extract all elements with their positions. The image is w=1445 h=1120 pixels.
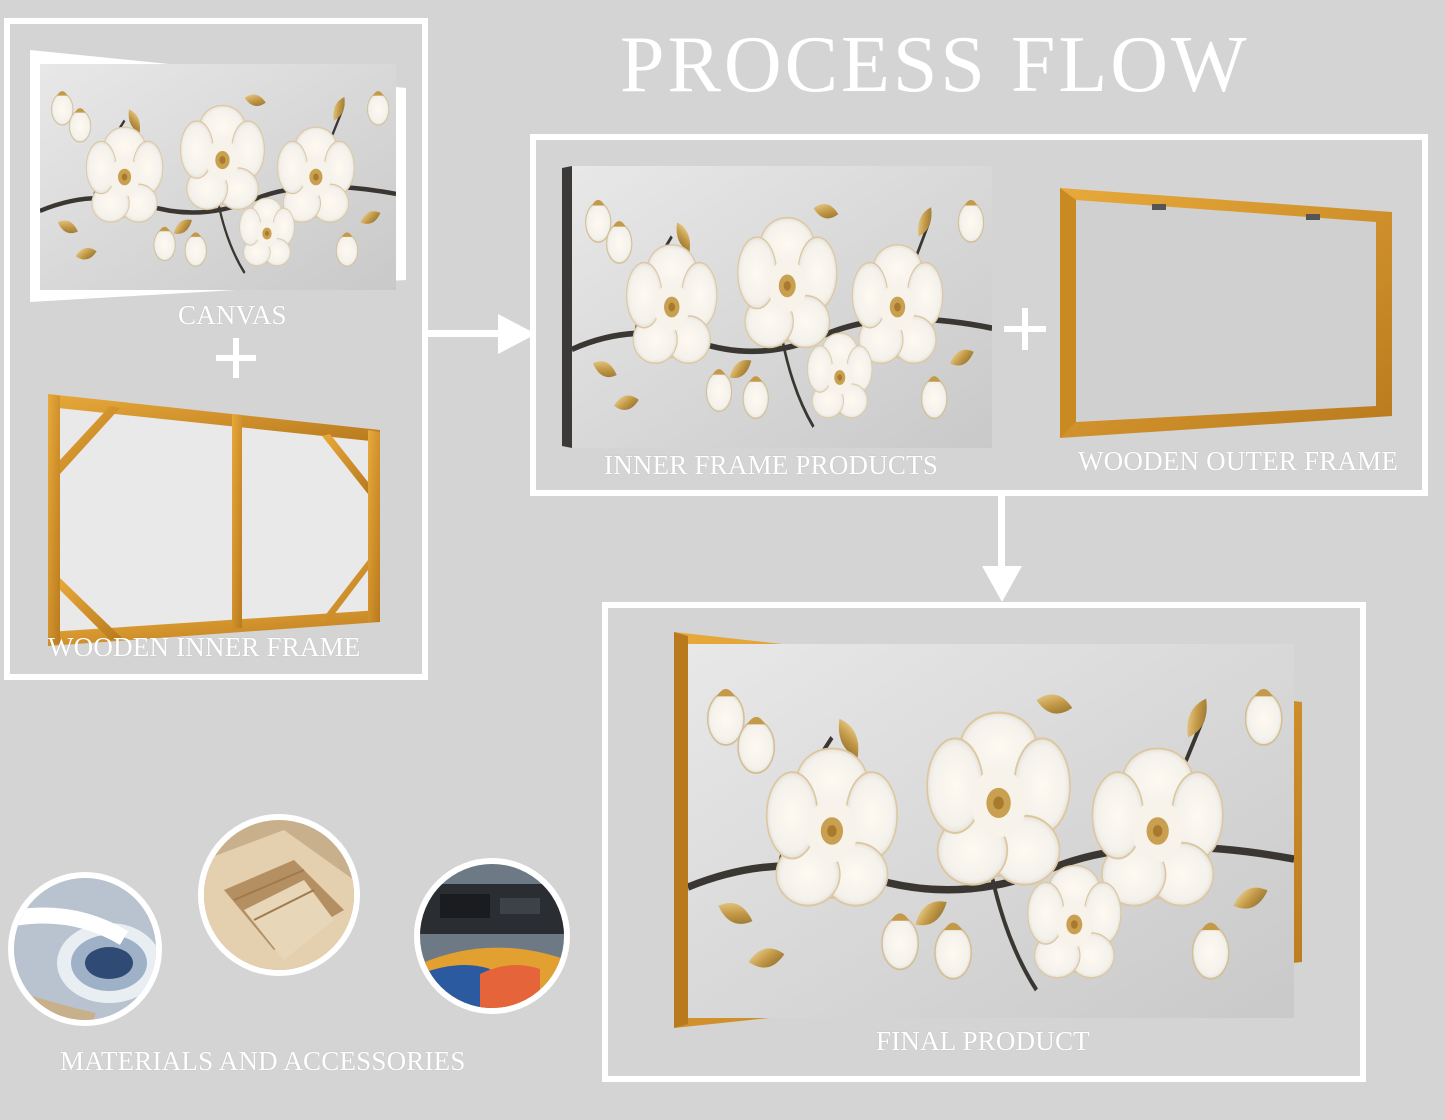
arrow-right-icon (428, 312, 538, 356)
plus-icon (216, 338, 256, 378)
inner-frame-product-image (562, 166, 992, 448)
final-product-image (672, 630, 1304, 1030)
arrow-down-icon (980, 496, 1024, 604)
wood-material-image (198, 814, 360, 976)
canvas-label: CANVAS (178, 300, 287, 330)
canvas-image (30, 50, 406, 302)
materials-label: MATERIALS AND ACCESSORIES (60, 1046, 466, 1076)
intermediate-box (530, 134, 1428, 496)
components-box (4, 18, 428, 680)
printer-material-image (414, 858, 570, 1014)
wooden-outer-frame-label: WOODEN OUTER FRAME (1078, 446, 1399, 476)
wooden-inner-frame-image (40, 390, 385, 652)
wooden-inner-frame-label: WOODEN INNER FRAME (48, 632, 361, 662)
canvas-roll-material-image (8, 872, 162, 1026)
wooden-outer-frame-image (1056, 184, 1396, 440)
final-product-label: FINAL PRODUCT (876, 1026, 1090, 1056)
inner-frame-products-label: INNER FRAME PRODUCTS (604, 450, 939, 480)
plus-icon (1004, 308, 1046, 350)
final-product-box (602, 602, 1366, 1082)
page-title: PROCESS FLOW (620, 21, 1250, 109)
